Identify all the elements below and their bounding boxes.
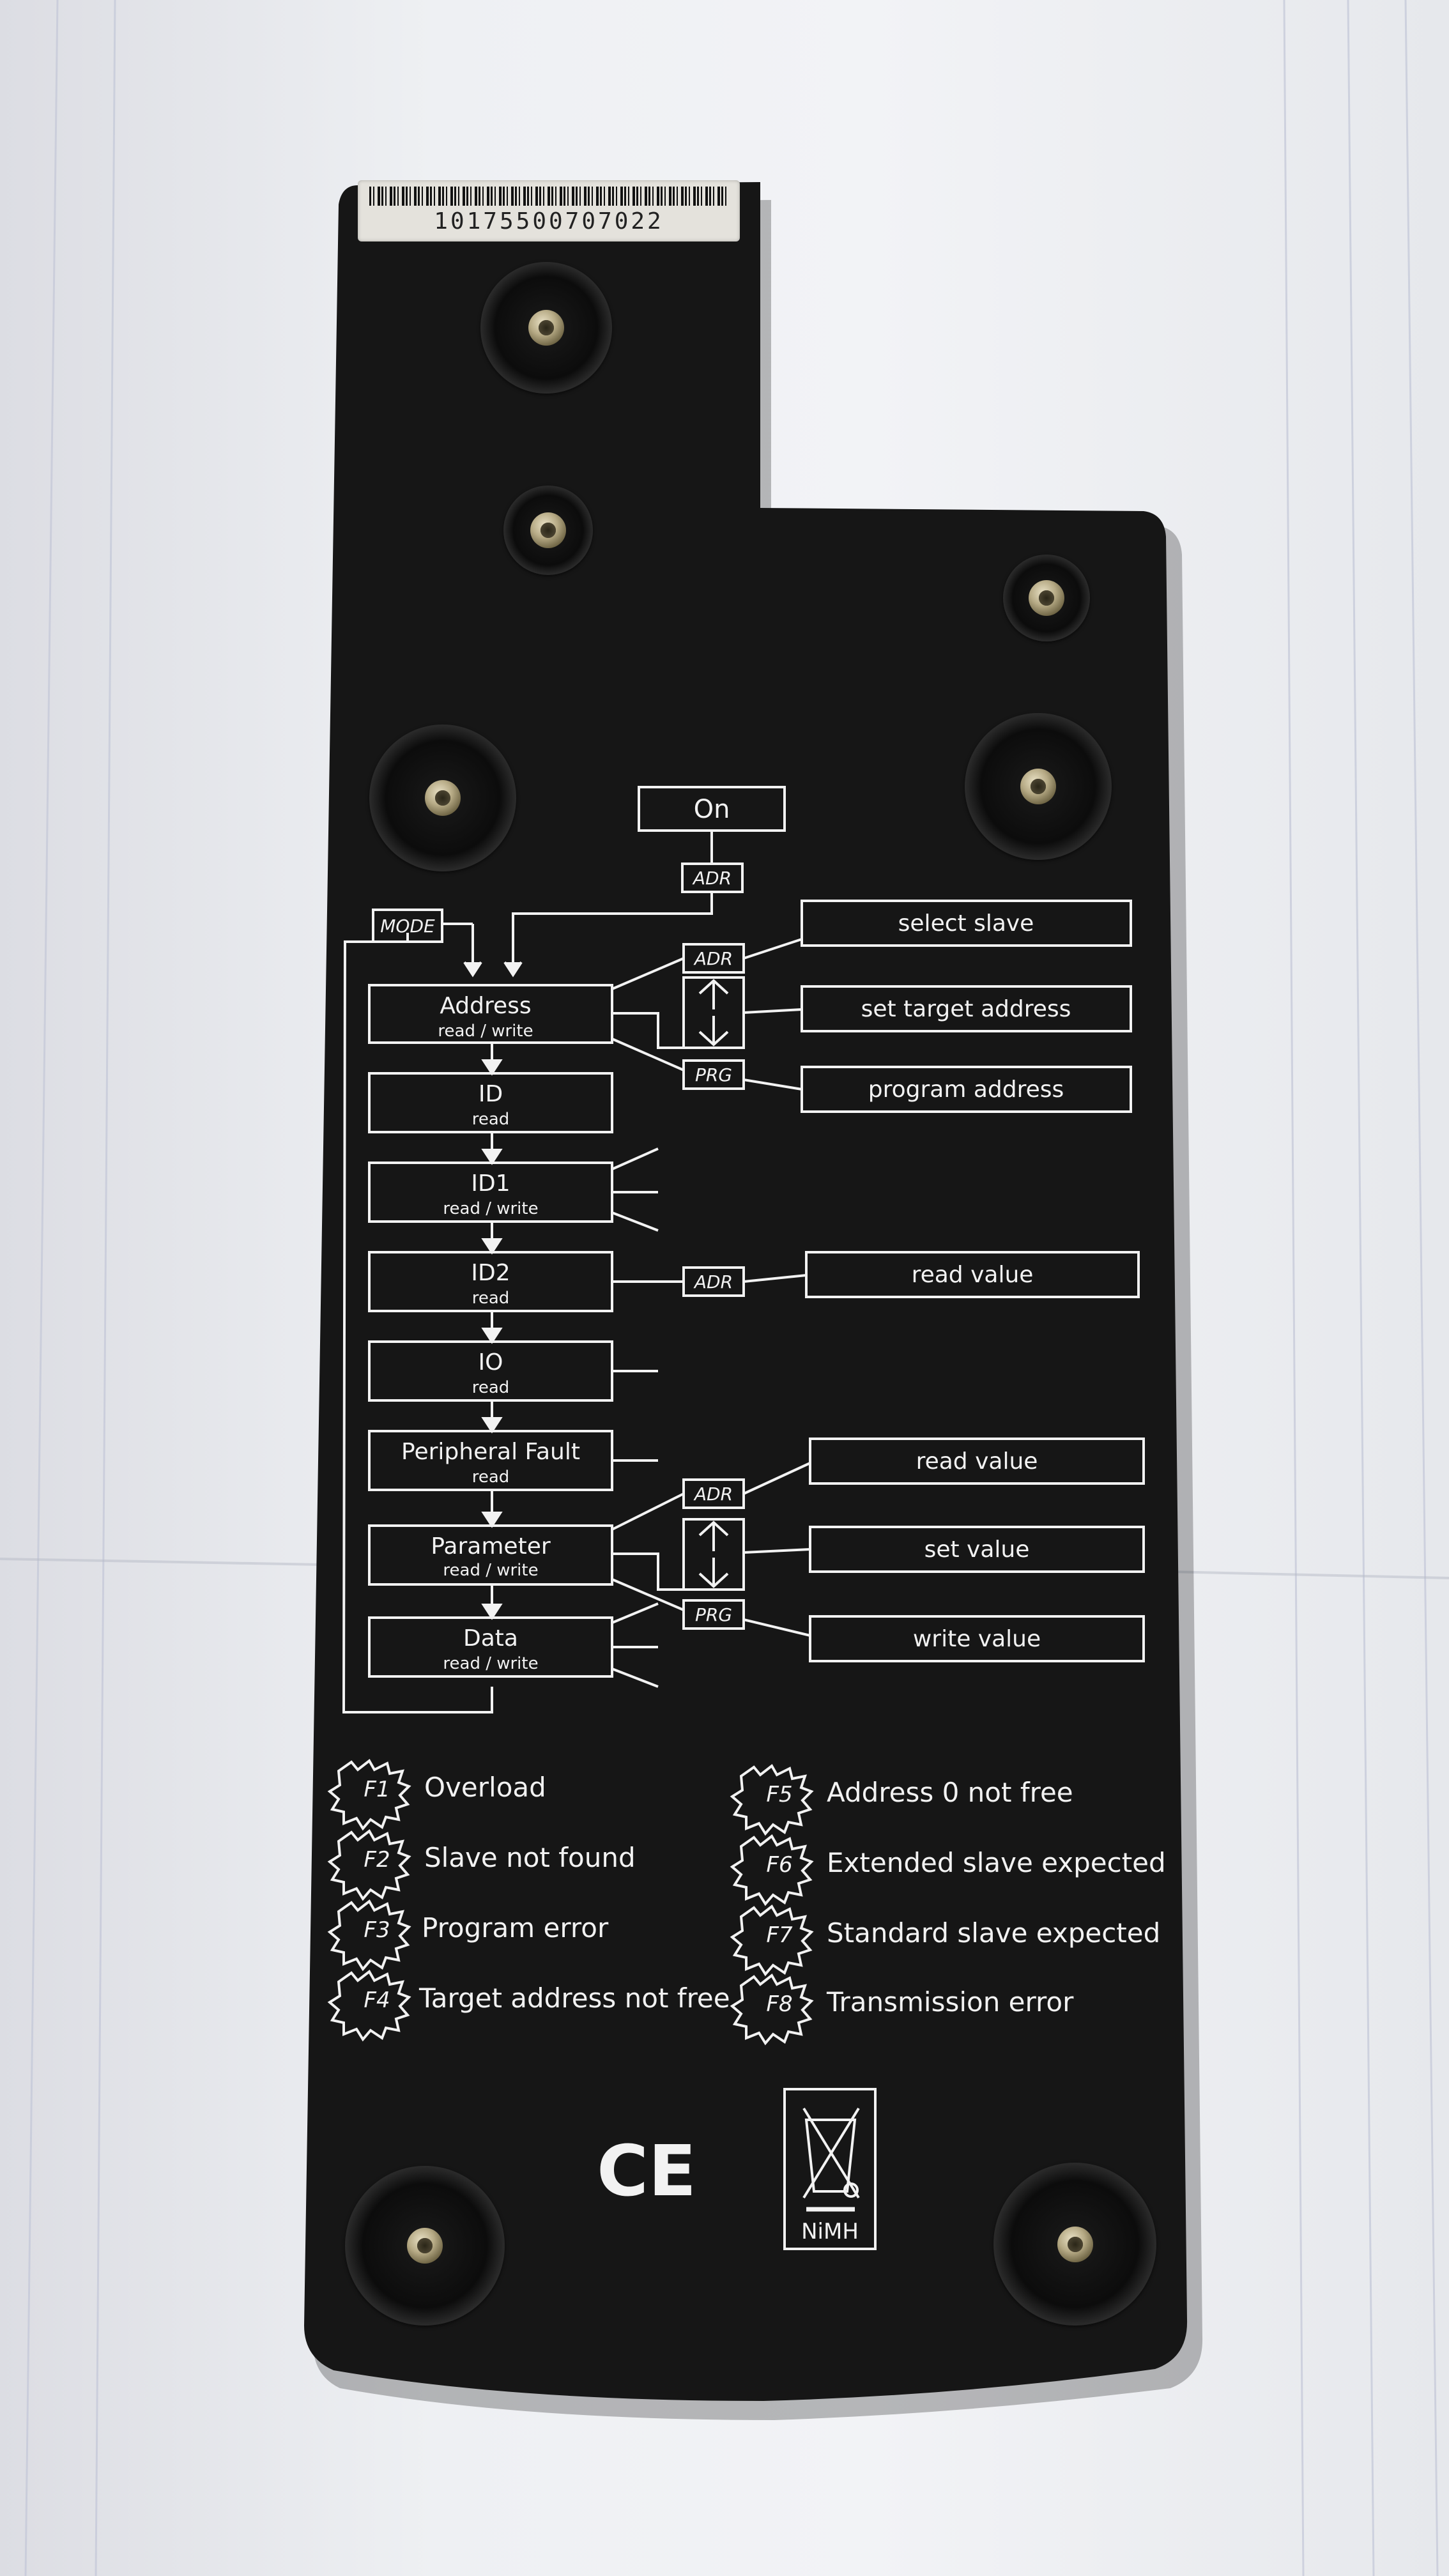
screw-bottom-left [345, 2166, 505, 2326]
menu-on-label: On [694, 795, 730, 824]
battery-type-label: NiMH [801, 2219, 859, 2244]
menu-item-sub-id2: read [472, 1289, 510, 1308]
menu-item-sub-peripheral-fault: read [472, 1468, 510, 1487]
menu-item-title-parameter: Parameter [431, 1533, 550, 1560]
screw-right-mid [965, 713, 1112, 860]
menu-item-title-address: Address [440, 993, 531, 1019]
menu-item-title-id: ID [479, 1081, 503, 1107]
screw-right-small [1003, 555, 1090, 641]
menu-diagram [327, 786, 1145, 2250]
error-code-f2: F2 [364, 1847, 390, 1873]
key-prg-address: PRG [695, 1064, 732, 1085]
action-param-read-value: read value [916, 1448, 1038, 1475]
ce-mark: CE [597, 2130, 696, 2212]
key-adr-parameter: ADR [693, 1483, 733, 1505]
menu-item-title-data: Data [463, 1625, 518, 1652]
screw-top-1 [480, 262, 612, 394]
error-text-f5: Address 0 not free [827, 1777, 1073, 1808]
action-set-target-address: set target address [861, 996, 1071, 1022]
weee-battery-symbol [783, 2088, 877, 2250]
menu-item-title-id2: ID2 [471, 1260, 510, 1286]
barcode [369, 187, 728, 206]
key-adr-id2: ADR [693, 1271, 733, 1292]
error-code-f3: F3 [364, 1917, 390, 1943]
screw-top-2 [503, 486, 593, 575]
device-casing [304, 182, 1188, 2401]
menu-item-sub-id1: read / write [443, 1199, 538, 1218]
error-code-badges [327, 1759, 814, 2046]
action-select-slave: select slave [898, 910, 1034, 937]
key-adr-address: ADR [693, 948, 733, 969]
menu-item-title-peripheral-fault: Peripheral Fault [401, 1439, 580, 1465]
error-code-f8: F8 [766, 1991, 792, 2017]
error-code-f6: F6 [766, 1852, 792, 1878]
action-param-write-value: write value [913, 1626, 1041, 1652]
error-text-f8: Transmission error [826, 1986, 1074, 2018]
action-program-address: program address [868, 1077, 1064, 1103]
menu-item-sub-parameter: read / write [443, 1561, 538, 1580]
error-text-f7: Standard slave expected [827, 1917, 1160, 1949]
error-text-f6: Extended slave expected [827, 1847, 1166, 1878]
serial-number: 10175500707022 [434, 208, 664, 234]
action-param-set-value: set value [924, 1537, 1030, 1563]
menu-adr-top-tag: ADR [692, 868, 732, 889]
error-code-f1: F1 [364, 1777, 390, 1802]
action-id2-read-value: read value [912, 1262, 1034, 1288]
screw-bottom-right [993, 2163, 1156, 2326]
error-code-f5: F5 [766, 1782, 792, 1807]
error-text-f4: Target address not free [418, 1982, 730, 2014]
serial-sticker: 10175500707022 [358, 180, 740, 241]
menu-item-title-id1: ID1 [471, 1170, 510, 1197]
error-text-f1: Overload [424, 1772, 546, 1803]
menu-item-sub-io: read [472, 1378, 510, 1397]
screw-left-mid [369, 724, 516, 871]
error-code-f7: F7 [766, 1922, 793, 1948]
menu-item-title-io: IO [479, 1349, 503, 1376]
error-text-f3: Program error [422, 1912, 609, 1943]
menu-item-sub-id: read [472, 1110, 510, 1129]
key-prg-parameter: PRG [695, 1604, 732, 1625]
menu-item-sub-address: read / write [438, 1022, 533, 1041]
error-text-f2: Slave not found [424, 1842, 636, 1873]
menu-mode-tag: MODE [380, 916, 435, 937]
error-code-f4: F4 [364, 1988, 390, 2013]
menu-item-sub-data: read / write [443, 1654, 538, 1673]
